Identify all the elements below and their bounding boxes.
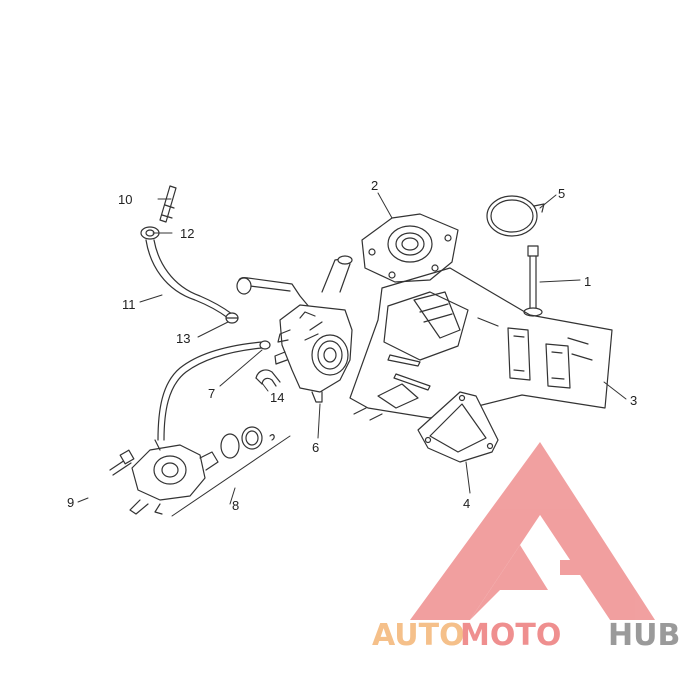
part-8-oil-pump [129,426,275,515]
callout-4: 4 [463,496,470,511]
watermark-wordmark: AUTO MOTO HUB [372,618,680,653]
part-3-reed-valve-kit [349,267,613,421]
callout-7: 7 [208,386,215,401]
callout-14: 14 [270,390,284,405]
part-4-gasket [417,391,499,463]
callouts: 10 12 11 13 7 14 6 2 5 1 3 4 8 9 [67,178,637,513]
watermark-logo [410,442,655,620]
callout-12: 12 [180,226,194,241]
part-2-intake-manifold [361,213,459,283]
callout-1: 1 [584,274,591,289]
callout-13: 13 [176,331,190,346]
watermark-text-moto: MOTO [460,618,561,653]
part-5-spring-clip [486,195,545,237]
callout-8: 8 [232,498,239,513]
watermark-text-hub: HUB [608,618,680,653]
watermark-text-auto: AUTO [372,618,465,653]
part-10-fuel-fitting [159,185,177,223]
part-9-bolt [109,449,135,476]
callout-3: 3 [630,393,637,408]
part-6-carburettor [236,255,353,403]
callout-11: 11 [122,297,136,312]
vacuum-hose [157,340,271,441]
callout-2: 2 [371,178,378,193]
part-11-fuel-hose [145,239,233,319]
part-13-clamp [225,312,239,324]
part-14-elbow-hose [255,369,281,387]
callout-5: 5 [558,186,565,201]
callout-10: 10 [118,192,132,207]
leader-lines [77,192,627,517]
part-1-stud-bolt [523,245,543,317]
callout-9: 9 [67,495,74,510]
callout-6: 6 [312,440,319,455]
